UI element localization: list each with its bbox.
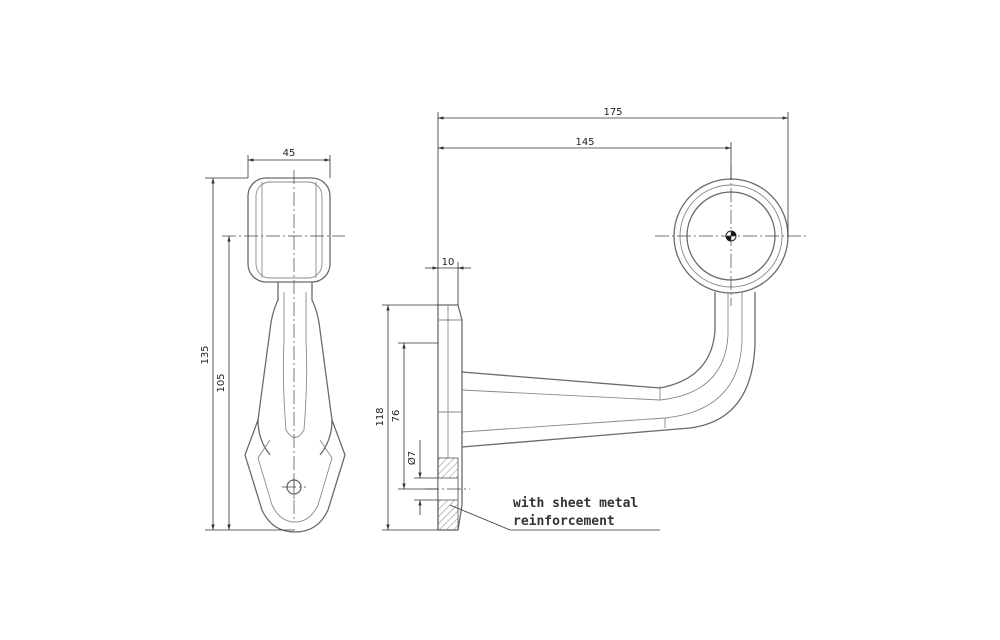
- center-mark-q1: [731, 231, 736, 236]
- note-leader: [449, 504, 511, 531]
- dim-135-label: 135: [200, 345, 211, 364]
- front-stem-inner: [282, 292, 308, 438]
- dim-45-label: 45: [283, 148, 296, 159]
- dim-10-label: 10: [442, 257, 455, 268]
- front-base-plate: [244, 419, 346, 533]
- dim-175-label: 175: [603, 107, 622, 118]
- dim-118-label: 118: [375, 407, 386, 426]
- front-stem-right: [311, 282, 333, 456]
- front-lamp-housing: [247, 177, 331, 283]
- arm-lower-edge: [461, 292, 756, 448]
- dim-105-label: 105: [216, 373, 227, 392]
- center-mark-q3: [726, 236, 731, 241]
- arm-upper-edge: [461, 292, 716, 389]
- front-stem-left: [257, 282, 279, 456]
- note-line-1: with sheet metal: [513, 496, 638, 511]
- front-base-inner: [257, 439, 333, 523]
- side-view: 175 145 10 118 76 Ø7 with sheet metal re…: [375, 107, 808, 531]
- dim-76-label: 76: [391, 410, 402, 423]
- arm-inner-line-2: [461, 292, 743, 433]
- dim-7-label: Ø7: [406, 451, 418, 465]
- front-lamp-lens: [255, 181, 323, 279]
- dim-145-label: 145: [575, 137, 594, 148]
- note-line-2: reinforcement: [513, 514, 615, 529]
- front-view: 45 135 105: [200, 148, 346, 533]
- arm-inner-line-1: [461, 292, 729, 401]
